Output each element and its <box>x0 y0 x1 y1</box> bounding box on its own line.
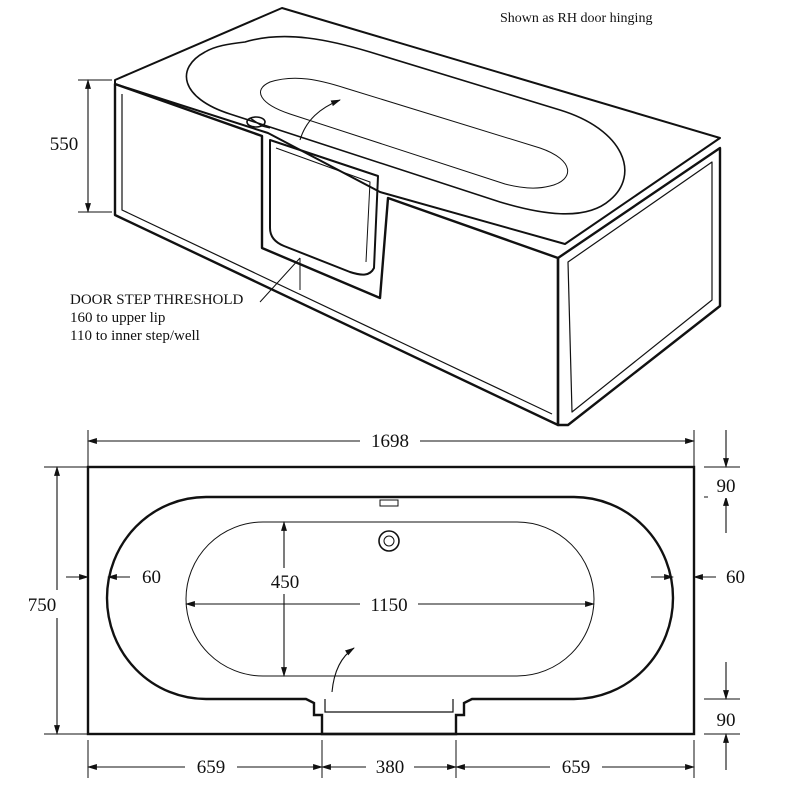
plan-rim <box>105 495 675 736</box>
width-dim-label: 750 <box>28 595 57 616</box>
side-left-label: 659 <box>197 757 226 778</box>
door-swing-arrow-3d <box>299 99 341 141</box>
basin-outline <box>185 35 626 215</box>
plan-basin-floor <box>185 521 595 677</box>
door-swing-arrow-plan <box>331 647 355 693</box>
view-caption: Shown as RH door hinging <box>500 11 652 26</box>
waste-outlet <box>378 530 400 552</box>
end-top-label: 90 <box>717 476 736 497</box>
door-panel <box>269 139 379 276</box>
isometric-view <box>78 7 722 427</box>
end-panel-inner <box>567 161 713 413</box>
threshold-title: DOOR STEP THRESHOLD <box>70 292 244 308</box>
front-panel-inner <box>121 94 553 415</box>
side-right-label: 659 <box>562 757 591 778</box>
overflow-slot <box>379 499 399 507</box>
plan-door-step <box>324 699 454 713</box>
basin-floor <box>260 77 568 189</box>
length-dim-label: 1698 <box>371 431 409 452</box>
rim-left-label: 60 <box>142 567 161 588</box>
end-bottom-label: 90 <box>717 710 736 731</box>
inner-width-dim-label: 450 <box>271 572 300 593</box>
threshold-leader-1 <box>259 257 301 303</box>
end-panel <box>556 146 722 427</box>
door-inner-edge <box>275 147 371 263</box>
threshold-line-2: 110 to inner step/well <box>70 328 200 344</box>
tap-stem <box>249 117 271 129</box>
inner-length-dim-label: 1150 <box>370 595 407 616</box>
door-width-label: 380 <box>376 757 405 778</box>
height-dim-label: 550 <box>50 134 79 155</box>
rim-right-label: 60 <box>726 567 745 588</box>
front-panel <box>113 82 560 427</box>
threshold-line-1: 160 to upper lip <box>70 310 165 326</box>
tap-fitting <box>246 116 266 128</box>
